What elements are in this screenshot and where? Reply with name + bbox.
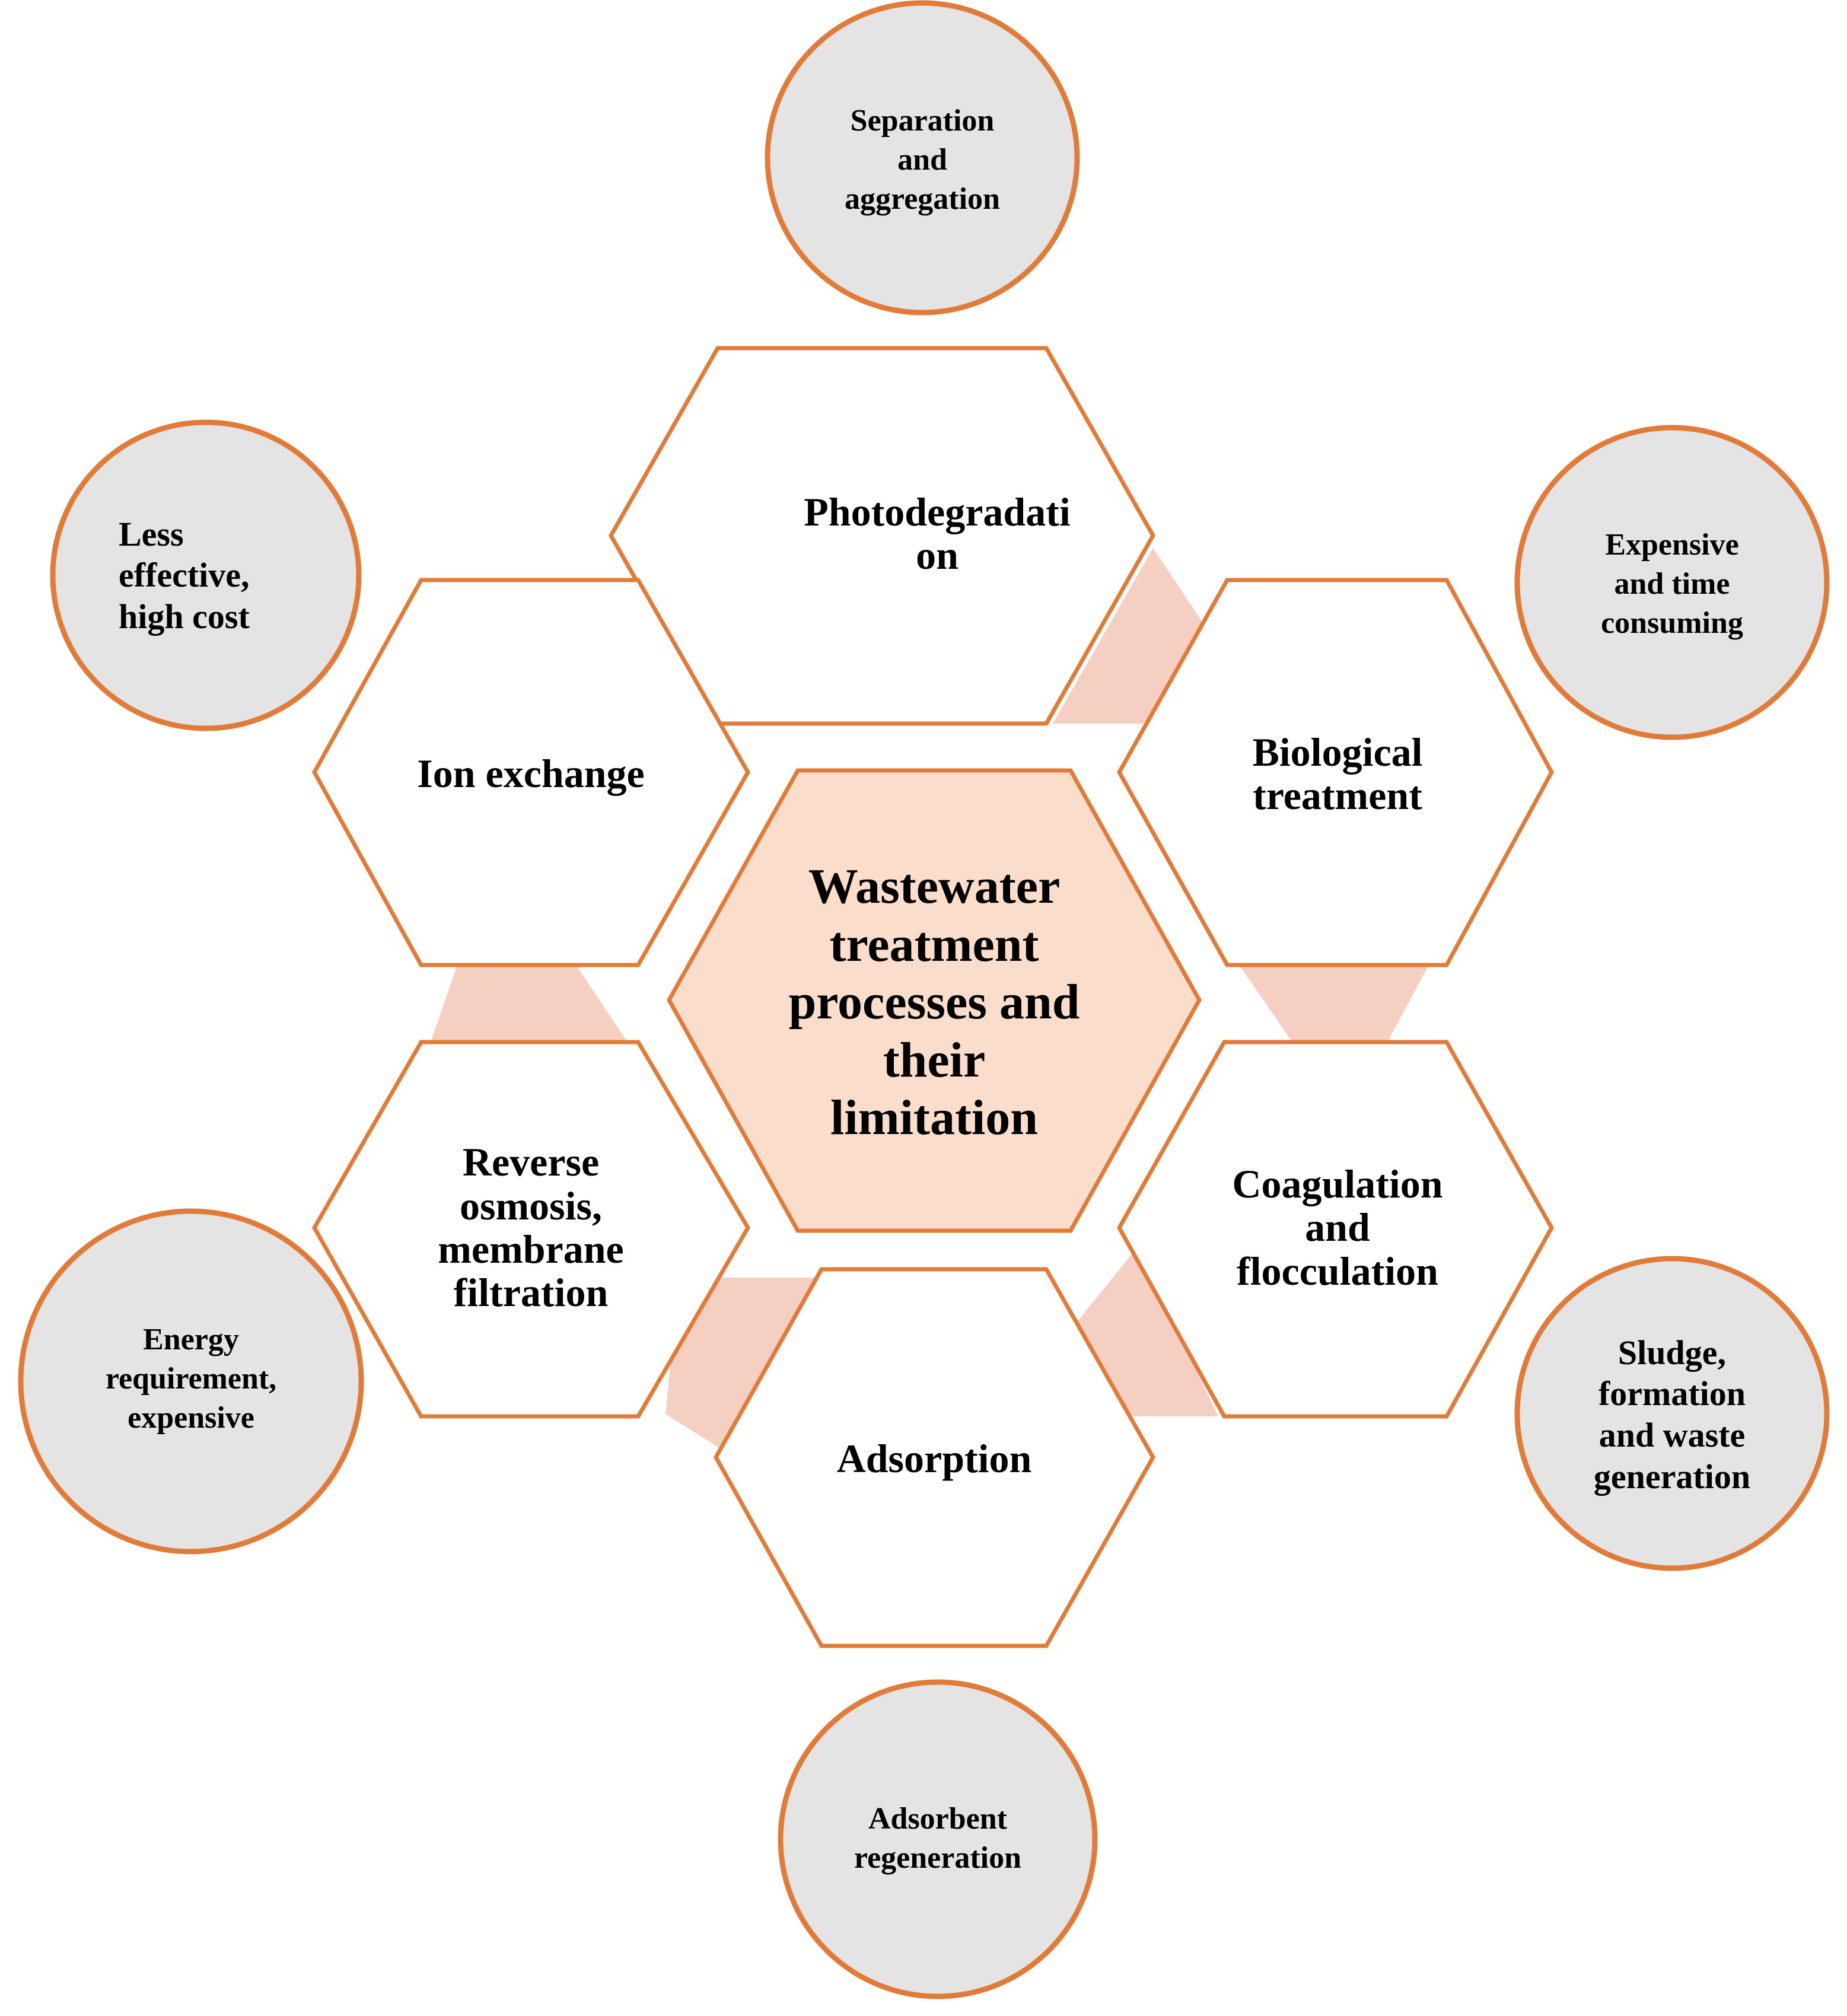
limitation-label-adsorption: Adsorbent regeneration [854, 1801, 1022, 1875]
circle-coagulation [1514, 1256, 1830, 1571]
process-label-ion-exchange: Ion exchange [417, 751, 645, 797]
limitation-label-reverse-osmosis: Energy requirement, expensive [105, 1322, 277, 1435]
circle-adsorption [778, 1679, 1098, 1999]
hexagon-reverse-osmosis [311, 1040, 751, 1419]
connector-adsorption-reverse-osmosis [665, 1278, 816, 1450]
limitation-label-ion-exchange: Less effective, high cost [119, 514, 250, 636]
process-label-reverse-osmosis: Reverse osmosis, membrane filtration [438, 1139, 624, 1316]
connector-biological-coagulation [1239, 965, 1429, 1042]
hexagon-photodegradation [608, 346, 1156, 726]
circle-photodegradation [765, 0, 1080, 316]
process-label-coagulation: Coagulation and flocculation [1232, 1161, 1443, 1294]
limitation-label-coagulation: Sludge, formation and waste generation [1593, 1333, 1751, 1496]
connector-reverse-osmosis-ion-exchange [431, 965, 628, 1042]
connectors [431, 548, 1429, 1450]
circle-biological [1514, 425, 1830, 740]
center-hexagon [666, 768, 1202, 1233]
circle-ion-exchange [50, 419, 362, 731]
connector-coagulation-adsorption [1074, 1247, 1218, 1416]
process-label-adsorption: Adsorption [836, 1436, 1032, 1482]
hexagon-ion-exchange [311, 578, 751, 967]
process-label-photodegradation: Photodegradati on [804, 489, 1071, 578]
connector-photodegradation-biological [1053, 548, 1206, 724]
limitation-label-photodegradation: Separation and aggregation [845, 103, 1000, 216]
hexagon-coagulation [1116, 1040, 1555, 1419]
process-label-biological: Biological treatment [1252, 729, 1423, 818]
hexagon-biological [1116, 578, 1554, 967]
center-label: Wastewater treatment processes and their… [788, 859, 1080, 1146]
hexagon-adsorption [713, 1267, 1156, 1648]
limitation-label-biological: Expensive and time consuming [1601, 527, 1743, 641]
circle-reverse-osmosis [18, 1208, 364, 1555]
